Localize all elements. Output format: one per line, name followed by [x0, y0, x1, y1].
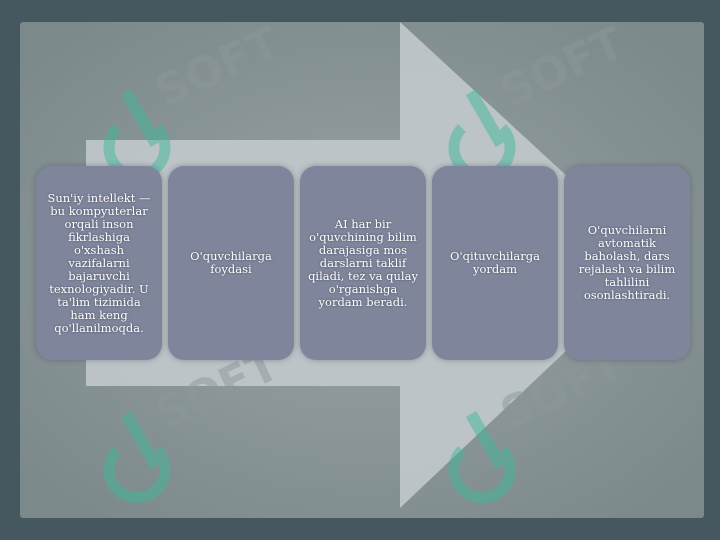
box-text: O'quvchilarga foydasi	[190, 249, 272, 276]
process-box-student-benefit: O'quvchilarga foydasi	[168, 166, 294, 360]
process-box-automation: O'quvchilarni avtomatik baholash, dars r…	[564, 166, 690, 360]
box-text: O'qituvchilarga yordam	[450, 249, 540, 276]
box-text: AI har bir o'quvchining bilim darajasiga…	[308, 216, 418, 309]
box-text: Sun'iy intellekt — bu kompyuterlar orqal…	[47, 190, 151, 335]
process-box-definition: Sun'iy intellekt — bu kompyuterlar orqal…	[36, 166, 162, 360]
process-box-personalized-lessons: AI har bir o'quvchining bilim darajasiga…	[300, 166, 426, 360]
box-text: O'quvchilarni avtomatik baholash, dars r…	[578, 223, 676, 302]
process-box-teacher-help: O'qituvchilarga yordam	[432, 166, 558, 360]
